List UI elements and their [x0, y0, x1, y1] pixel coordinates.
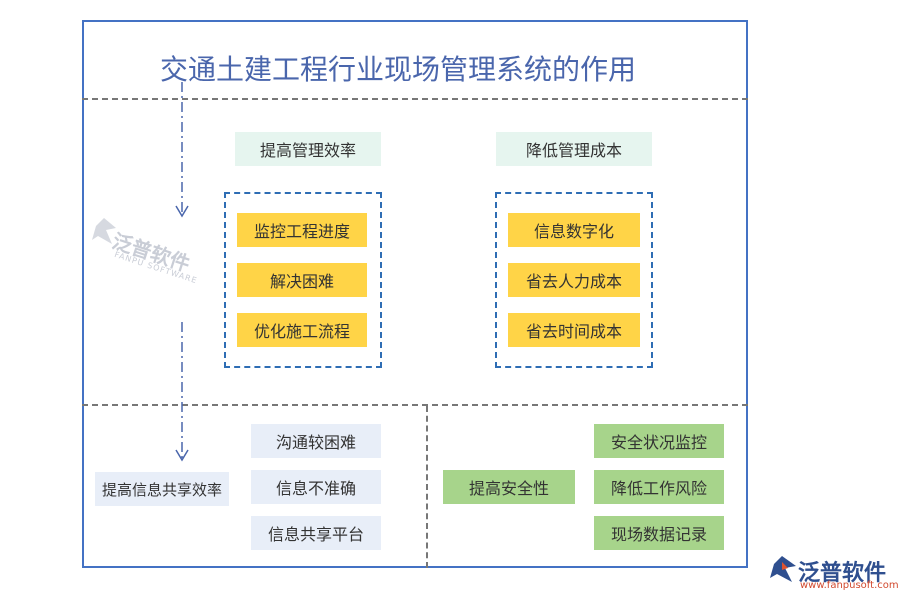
brand-logo-text: 泛普软件: [798, 561, 887, 586]
item-digitize-info: 信息数字化: [508, 213, 640, 247]
group-efficiency: [224, 192, 382, 368]
item-save-labor: 省去人力成本: [508, 263, 640, 297]
group-cost: [495, 192, 653, 368]
main-info-sharing: 提高信息共享效率: [95, 472, 229, 506]
item-safety-monitor: 安全状况监控: [594, 424, 724, 458]
item-site-data-record: 现场数据记录: [594, 516, 724, 550]
item-info-inaccurate: 信息不准确: [251, 470, 381, 504]
item-solve-difficulty: 解决困难: [237, 263, 367, 297]
item-communication-hard: 沟通较困难: [251, 424, 381, 458]
header-improve-efficiency: 提高管理效率: [235, 132, 381, 166]
divider-top: [82, 98, 748, 100]
diagram-frame: [82, 20, 748, 568]
divider-middle: [82, 404, 748, 406]
item-monitor-progress: 监控工程进度: [237, 213, 367, 247]
brand-url: www.fanpusoft.com: [800, 580, 899, 591]
main-improve-safety: 提高安全性: [443, 470, 575, 504]
item-reduce-risk: 降低工作风险: [594, 470, 724, 504]
divider-vertical: [426, 406, 428, 568]
item-optimize-process: 优化施工流程: [237, 313, 367, 347]
arrow-lower: [175, 322, 189, 462]
item-save-time: 省去时间成本: [508, 313, 640, 347]
arrow-upper: [175, 82, 189, 218]
diagram-title: 交通土建工程行业现场管理系统的作用: [160, 53, 637, 86]
header-reduce-cost: 降低管理成本: [496, 132, 652, 166]
item-sharing-platform: 信息共享平台: [251, 516, 381, 550]
